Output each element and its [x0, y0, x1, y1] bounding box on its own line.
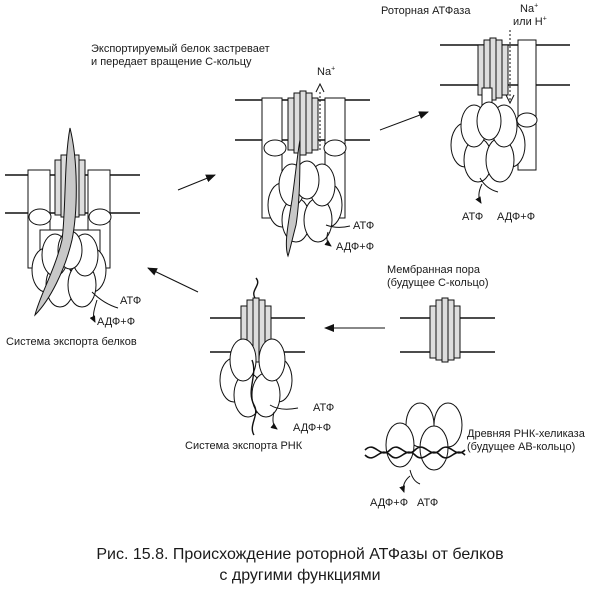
figure-number: Рис. 15.8. — [96, 546, 169, 563]
arrow-middle-to-right — [379, 111, 429, 131]
atp-label-rna: АТФ — [313, 402, 335, 414]
figure-title-line1: Происхождение роторной АТФазы от белков — [172, 546, 504, 563]
rotary-atpase-drawing — [440, 30, 570, 204]
adp-label-mid: АДФ+Ф — [336, 241, 375, 253]
adp-label-helicase: АДФ+Ф — [370, 497, 409, 509]
figure-caption-line1: Рис. 15.8. Происхождение роторной АТФазы… — [0, 545, 600, 565]
figure-caption-line2: с другими функциями — [219, 567, 381, 584]
membrane-pore-drawing — [400, 297, 495, 363]
stuck-protein-caption-1: Экспортируемый белок застревает — [91, 43, 270, 55]
adp-label-rna: АДФ+Ф — [293, 422, 332, 434]
protein-export-system-label: Система экспорта белков — [6, 336, 137, 348]
helicase-label-1: Древняя РНК-хеликаза — [467, 428, 585, 440]
arrow-left-to-middle — [177, 174, 216, 191]
atp-label-left: АТФ — [120, 295, 142, 307]
atp-label-helicase: АТФ — [417, 497, 439, 509]
stuck-export-protein-drawing — [235, 82, 370, 258]
helicase-label-2: (будущее АВ-кольцо) — [467, 441, 576, 453]
arrow-rna-to-protein — [147, 267, 199, 293]
na-ion-label-top: Na+ — [520, 2, 539, 15]
adp-label-right: АДФ+Ф — [497, 211, 536, 223]
rna-export-system-drawing — [210, 277, 305, 436]
membrane-pore-label-1: Мембранная пора — [387, 264, 480, 276]
process-arrows — [147, 111, 429, 332]
atp-label-mid: АТФ — [353, 220, 375, 232]
rna-export-system-label: Система экспорта РНК — [185, 440, 303, 452]
adp-label-left: АДФ+Ф — [97, 316, 136, 328]
membrane-pore-label-2: (будущее С-кольцо) — [387, 277, 489, 289]
protein-export-system-drawing — [5, 127, 140, 323]
na-ion-label-mid: Na+ — [317, 65, 336, 78]
rotary-atpase-title: Роторная АТФаза — [381, 5, 471, 17]
ancient-helicase-drawing — [364, 402, 466, 493]
stuck-protein-caption-2: и передает вращение С-кольцу — [91, 56, 252, 68]
atp-label-right: АТФ — [462, 211, 484, 223]
h-ion-label: или H+ — [513, 15, 547, 28]
